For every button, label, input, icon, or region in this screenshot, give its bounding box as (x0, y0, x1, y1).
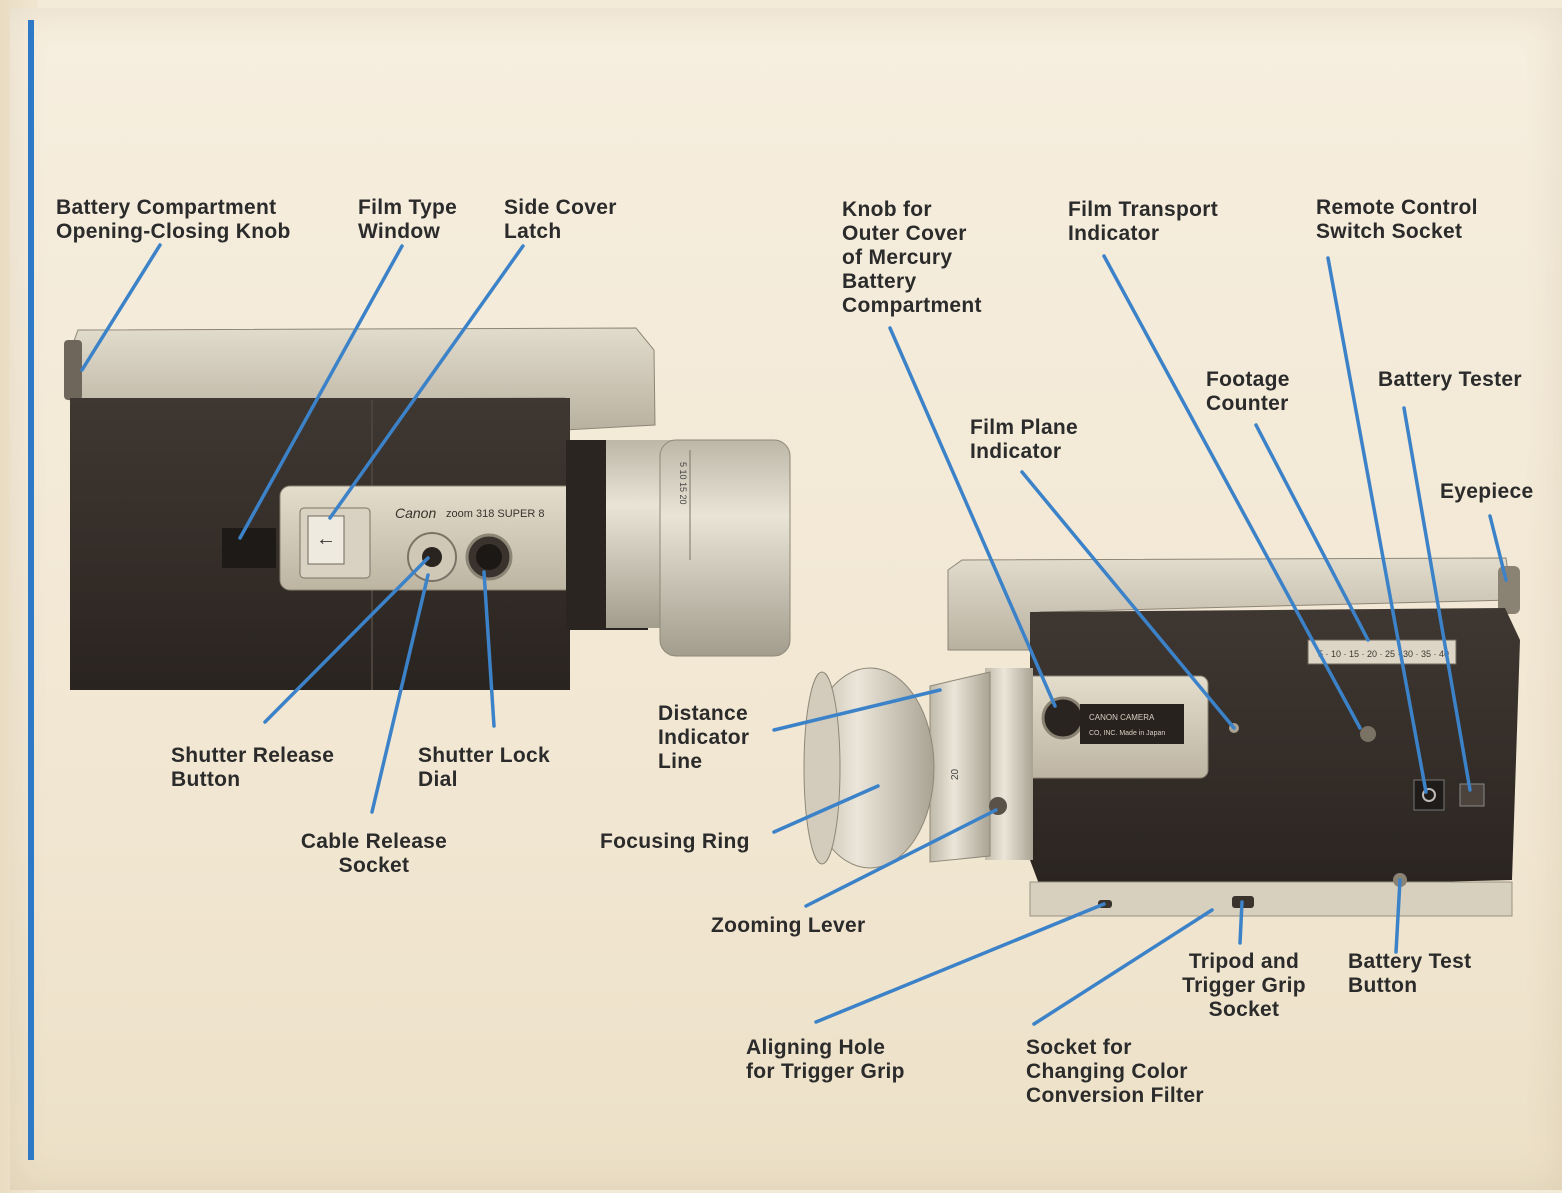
label-tripod-socket: Tripod and Trigger Grip Socket (1182, 950, 1306, 1021)
svg-text:20: 20 (950, 768, 961, 780)
mercury-knob-part (1041, 696, 1085, 740)
leader-distance (772, 688, 942, 732)
leader-side-cover (328, 244, 525, 520)
leader-focusing (772, 784, 880, 834)
leader-cable-release (370, 573, 430, 814)
right-lens-mount (985, 668, 1033, 860)
right-plate-line1: CANON CAMERA (1089, 713, 1155, 722)
right-camera-top-housing (947, 557, 1513, 651)
remote-socket-part (1413, 779, 1445, 811)
label-focusing-ring: Focusing Ring (600, 830, 750, 853)
leader-tripod (1238, 900, 1244, 945)
left-camera-knob (64, 340, 82, 400)
eyepiece-part (1498, 566, 1520, 614)
label-color-filter-socket: Socket for Changing Color Conversion Fil… (1026, 1036, 1204, 1107)
blue-margin-rule (28, 20, 34, 1160)
film-transport-indicator-part (1360, 726, 1376, 742)
svg-text:←: ← (316, 528, 336, 550)
left-model-text: zoom 318 SUPER 8 (446, 508, 544, 520)
label-aligning-hole: Aligning Hole for Trigger Grip (746, 1036, 905, 1083)
left-camera: ← Canon zoom 318 SUPER 8 5 10 15 20 (64, 327, 791, 690)
leader-mercury-knob (888, 326, 1057, 708)
right-lens-barrel (929, 671, 991, 863)
label-battery-compartment-knob: Battery Compartment Opening-Closing Knob (56, 196, 291, 243)
leader-footage (1254, 423, 1370, 642)
leader-aligning (814, 902, 1106, 1024)
leader-film-transport (1102, 254, 1362, 730)
left-lens-front (659, 439, 791, 657)
film-type-window-part (222, 528, 276, 568)
leader-lines (80, 243, 1508, 1026)
label-side-cover-latch: Side Cover Latch (504, 196, 617, 243)
leader-eyepiece (1488, 514, 1508, 582)
svg-text:5 · 10 · 15 · 20 · 25 · 30 · 3: 5 · 10 · 15 · 20 · 25 · 30 · 35 · 40 (1318, 649, 1449, 659)
label-zooming-lever: Zooming Lever (711, 914, 866, 937)
battery-tester-part (1459, 783, 1485, 807)
footage-counter-part (1307, 639, 1457, 665)
label-film-plane-indicator: Film Plane Indicator (970, 416, 1079, 463)
label-battery-test-button: Battery Test Button (1348, 950, 1472, 997)
label-footage-counter: Footage Counter (1206, 368, 1290, 415)
leader-shutter-lock (482, 570, 496, 728)
label-knob-outer-cover: Knob for Outer Cover of Mercury Battery … (842, 198, 982, 317)
left-brand-text: Canon (395, 505, 436, 521)
leader-battery-knob (80, 243, 162, 372)
label-cable-release-socket: Cable Release Socket (300, 830, 448, 877)
label-remote-control-socket: Remote Control Switch Socket (1316, 196, 1478, 243)
label-eyepiece: Eyepiece (1440, 480, 1534, 503)
svg-text:5 10 15 20: 5 10 15 20 (678, 462, 688, 505)
right-camera-bottom (1029, 881, 1513, 917)
label-film-type-window: Film Type Window (358, 196, 458, 243)
label-film-transport-indicator: Film Transport Indicator (1068, 198, 1219, 245)
right-camera: 5 · 10 · 15 · 20 · 25 · 30 · 35 · 40 CAN… (803, 557, 1520, 917)
label-shutter-lock-dial: Shutter Lock Dial (418, 744, 550, 791)
label-shutter-release-button: Shutter Release Button (171, 744, 335, 791)
leader-remote (1326, 256, 1428, 794)
leader-battery-test (1394, 878, 1402, 954)
leader-zooming (804, 808, 998, 908)
leader-film-type (238, 244, 404, 540)
label-battery-tester: Battery Tester (1378, 368, 1522, 391)
leader-color-filter (1032, 908, 1214, 1026)
leader-film-plane (1020, 470, 1236, 730)
leader-shutter-release (263, 556, 430, 724)
right-plate-line2: CO, INC. Made in Japan (1089, 730, 1165, 737)
leader-battery-tester (1402, 406, 1472, 792)
label-distance-indicator-line: Distance Indicator Line (658, 702, 750, 773)
